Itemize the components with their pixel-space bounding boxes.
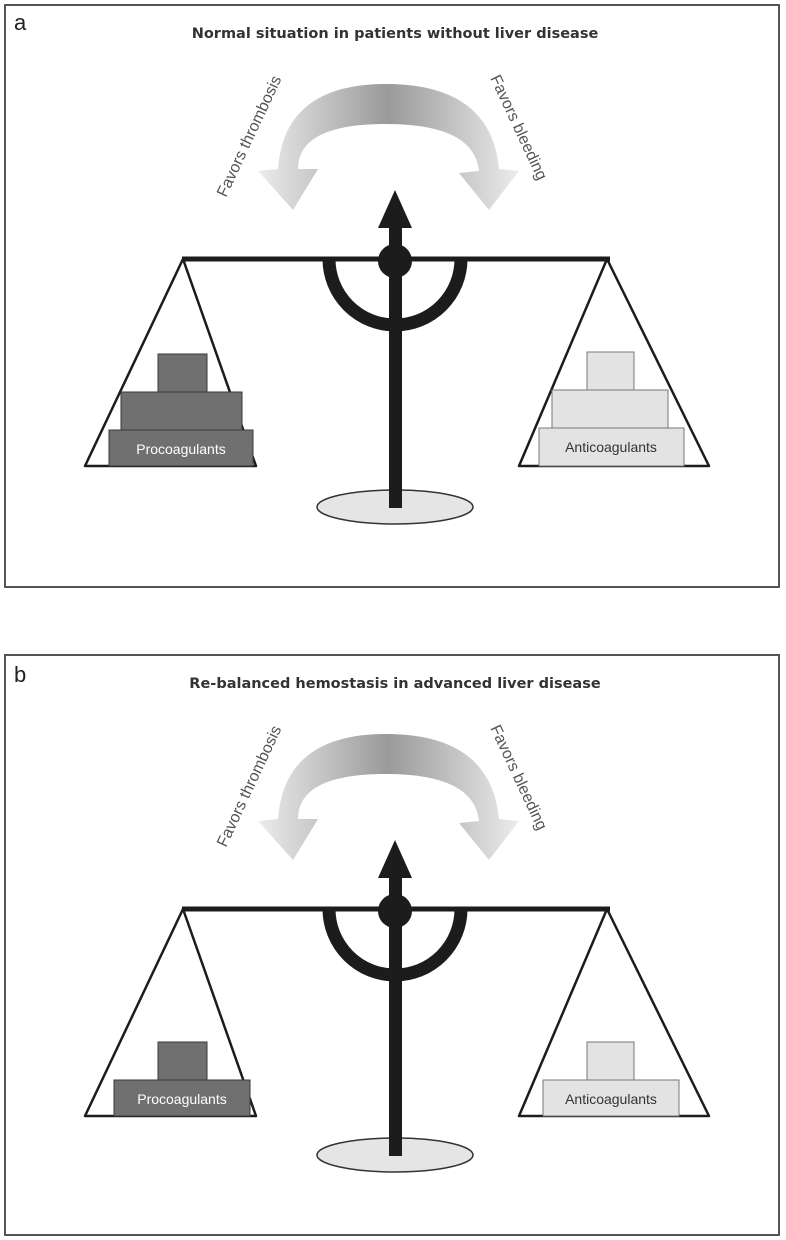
curved-arrow: [258, 734, 519, 860]
balance-diagram-b: b Re-balanced hemostasis in advanced liv…: [14, 662, 711, 1173]
procoagulant-block-top: [157, 353, 208, 393]
scale-pivot: [378, 244, 412, 278]
pillar-arrowhead: [378, 840, 412, 878]
anticoagulant-block-bottom: [538, 427, 685, 467]
panel-letter: a: [14, 10, 27, 35]
balance-diagram-a: a Normal situation in patients without l…: [14, 10, 711, 525]
scale-pillar: [389, 876, 402, 1156]
anticoagulant-block-top: [586, 351, 635, 391]
anticoagulant-block-middle: [551, 389, 669, 429]
procoagulant-block-bottom: [113, 1079, 251, 1117]
anticoagulants-label: Anticoagulants: [565, 439, 657, 455]
curved-arrow: [258, 84, 519, 210]
procoagulants-label: Procoagulants: [136, 441, 226, 457]
panel-letter: b: [14, 662, 26, 687]
scale-pillar: [389, 226, 402, 508]
anticoagulants-label: Anticoagulants: [565, 1091, 657, 1107]
pillar-arrowhead: [378, 190, 412, 228]
procoagulant-block-top: [157, 1041, 208, 1081]
procoagulant-block-middle: [120, 391, 243, 431]
panel-title: Normal situation in patients without liv…: [192, 26, 599, 42]
anticoagulant-block-top: [586, 1041, 635, 1081]
procoagulants-label: Procoagulants: [137, 1091, 227, 1107]
procoagulant-block-bottom: [108, 429, 254, 467]
anticoagulant-block-bottom: [542, 1079, 680, 1117]
panel-title: Re-balanced hemostasis in advanced liver…: [189, 676, 601, 692]
panel-b: b Re-balanced hemostasis in advanced liv…: [4, 654, 780, 1236]
scale-pivot: [378, 894, 412, 928]
panel-a: a Normal situation in patients without l…: [4, 4, 780, 588]
